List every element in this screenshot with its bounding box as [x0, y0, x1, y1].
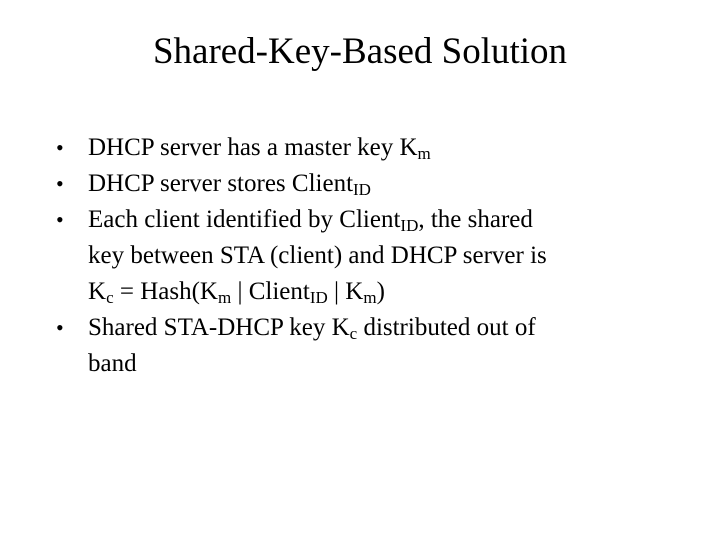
subscript-text: m: [363, 288, 377, 307]
subscript-text: c: [349, 324, 358, 343]
bullet-dot-icon: •: [56, 207, 64, 232]
bullet-dot-icon: •: [56, 315, 64, 340]
bullet-text: key between STA (client) and DHCP server…: [88, 242, 547, 269]
bullet-line: band: [88, 346, 696, 382]
subscript-text: m: [217, 288, 232, 307]
bullet-list: •DHCP server has a master key Km•DHCP se…: [56, 130, 696, 382]
bullet-dot-icon: •: [56, 171, 64, 196]
bullet-item: • Shared STA-DHCP key Kc distributed out …: [56, 310, 696, 382]
bullet-text: | K: [327, 278, 364, 305]
bullet-text: , the shared: [418, 206, 533, 233]
bullet-item: • DHCP server has a master key Km: [56, 130, 696, 166]
bullet-line: Shared STA-DHCP key Kc distributed out o…: [88, 310, 696, 346]
bullet-line: Each client identified by ClientID, the …: [88, 202, 696, 238]
bullet-text: ): [376, 278, 385, 305]
bullet-text: = Hash(K: [113, 278, 218, 305]
bullet-text: Shared STA-DHCP key K: [88, 314, 350, 341]
bullet-dot-icon: •: [56, 135, 64, 160]
slide-title: Shared-Key-Based Solution: [152, 31, 568, 72]
bullet-line: DHCP server has a master key Km: [88, 130, 696, 166]
subscript-text: ID: [353, 180, 371, 199]
subscript-text: ID: [309, 288, 328, 307]
subscript-text: c: [106, 288, 114, 307]
bullet-text: DHCP server stores Client: [88, 170, 354, 197]
bullet-text: | Client: [231, 278, 310, 305]
bullet-item: •Each client identified by ClientID, the…: [56, 202, 696, 310]
bullet-text: K: [88, 278, 107, 305]
bullet-text: band: [88, 350, 137, 377]
subscript-text: ID: [400, 216, 419, 235]
bullet-text: Each client identified by Client: [88, 206, 401, 233]
bullet-line: key between STA (client) and DHCP server…: [88, 238, 696, 274]
bullet-item: • DHCP server stores ClientID: [56, 166, 696, 202]
bullet-text: DHCP server has a master key K: [88, 134, 418, 161]
bullet-line: Kc = Hash(Km | ClientID | Km): [88, 274, 696, 310]
bullet-line: DHCP server stores ClientID: [88, 166, 696, 202]
bullet-text: distributed out of: [357, 314, 536, 341]
subscript-text: m: [417, 144, 431, 163]
